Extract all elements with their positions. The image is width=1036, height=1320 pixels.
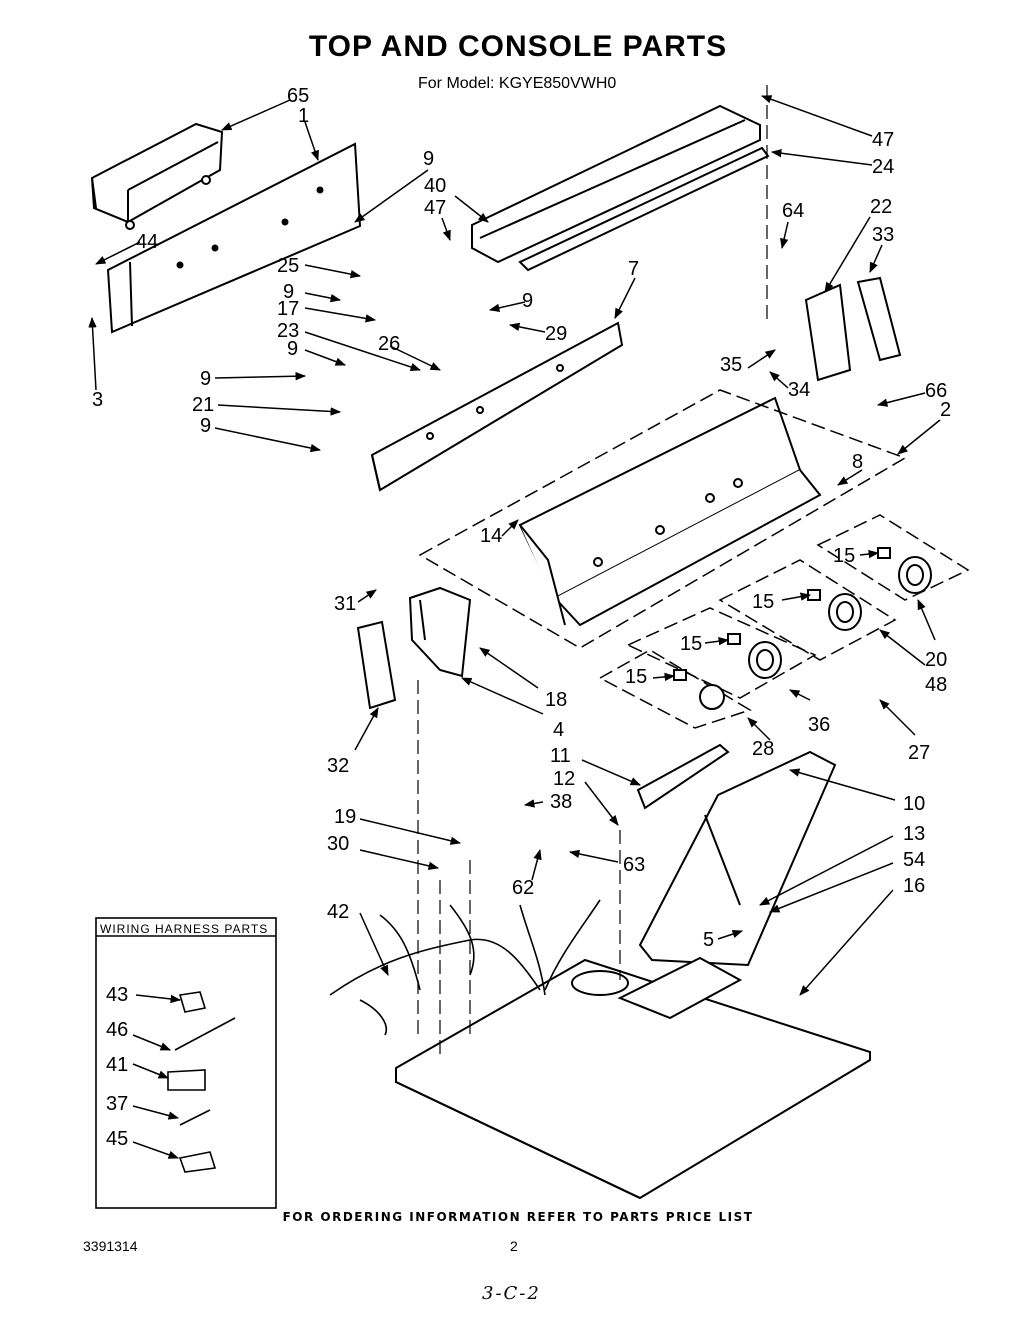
console-top-trim-40	[471, 104, 761, 264]
callout-32: 32	[327, 755, 349, 777]
callout-35: 35	[720, 354, 742, 376]
document-number: 3391314	[83, 1238, 138, 1254]
dashed-boundary-box	[418, 389, 907, 649]
callout-15a: 15	[833, 545, 855, 567]
legend-box	[95, 917, 277, 1209]
callout-22: 22	[870, 196, 892, 218]
callout-15b: 15	[752, 591, 774, 613]
callout-65: 65	[287, 85, 309, 107]
callout-33: 33	[872, 224, 894, 246]
callout-9c: 9	[287, 338, 298, 360]
callout-18: 18	[545, 689, 567, 711]
callout-46: 46	[106, 1019, 128, 1041]
callout-labels: 65 1 44 3 9 40 47 47 24 22 33 64 25 9 17…	[92, 85, 951, 1150]
control-bracket-7	[370, 321, 624, 492]
knob-group-boxes	[598, 514, 970, 729]
callout-5: 5	[703, 929, 714, 951]
console-end-cap-65	[90, 122, 224, 230]
callout-1: 1	[298, 105, 309, 127]
callout-15d: 15	[625, 666, 647, 688]
callout-30: 30	[327, 833, 349, 855]
ordering-note: FOR ORDERING INFORMATION REFER TO PARTS …	[282, 1210, 754, 1224]
callout-42: 42	[327, 901, 349, 923]
callout-64: 64	[782, 200, 804, 222]
callout-66: 66	[925, 380, 947, 402]
callout-25: 25	[277, 255, 299, 277]
callout-41: 41	[106, 1054, 128, 1076]
callout-45: 45	[106, 1128, 128, 1150]
page-number: 2	[510, 1238, 518, 1254]
callout-37: 37	[106, 1093, 128, 1115]
callout-4: 4	[553, 719, 564, 741]
callout-3: 3	[92, 389, 103, 411]
handwritten-note: 3-C-2	[482, 1283, 541, 1304]
end-cap-bracket-4	[408, 586, 472, 678]
callout-40: 40	[424, 175, 446, 197]
callout-14: 14	[480, 525, 502, 547]
callout-16: 16	[903, 875, 925, 897]
panel-cover-32	[356, 620, 397, 710]
callout-48: 48	[925, 674, 947, 696]
wiring-harness-42	[329, 899, 601, 1036]
callout-28: 28	[752, 738, 774, 760]
page-title: TOP AND CONSOLE PARTS	[308, 30, 728, 63]
callout-38: 38	[550, 791, 572, 813]
callout-2: 2	[940, 399, 951, 421]
callout-19: 19	[334, 806, 356, 828]
callout-54: 54	[903, 849, 925, 871]
model-subtitle: For Model: KGYE850VWH0	[418, 75, 617, 92]
switch-block-33	[804, 276, 902, 382]
legend-title: WIRING HARNESS PARTS	[100, 922, 269, 936]
callout-15c: 15	[680, 633, 702, 655]
callout-36: 36	[808, 714, 830, 736]
console-rear-panel-1	[106, 142, 362, 334]
callout-9d: 9	[200, 368, 211, 390]
lint-screen-frame-11	[636, 743, 730, 810]
dashed-leader-lines	[417, 85, 768, 1060]
callout-47a: 47	[424, 197, 446, 219]
callout-8: 8	[852, 451, 863, 473]
callout-arrows	[88, 95, 941, 1159]
callout-9e: 9	[200, 415, 211, 437]
callout-9f: 9	[522, 290, 533, 312]
lint-filter-10	[638, 750, 837, 967]
callout-34: 34	[788, 379, 810, 401]
callout-26: 26	[378, 333, 400, 355]
callout-31: 31	[334, 593, 356, 615]
callout-11: 11	[550, 745, 571, 767]
callout-9a: 9	[423, 148, 434, 170]
callout-27: 27	[908, 742, 930, 764]
callout-24: 24	[872, 156, 894, 178]
callout-9b: 9	[283, 281, 294, 303]
callout-13: 13	[903, 823, 925, 845]
dryer-top-16	[395, 956, 871, 1200]
callout-29: 29	[545, 323, 567, 345]
callout-44: 44	[136, 231, 158, 253]
callout-10: 10	[903, 793, 925, 815]
callout-63: 63	[623, 854, 645, 876]
callout-43: 43	[106, 984, 128, 1006]
trim-strip-24	[518, 146, 770, 272]
callout-23: 23	[277, 320, 299, 342]
callout-17: 17	[277, 298, 299, 320]
callout-7: 7	[628, 258, 639, 280]
callout-20: 20	[925, 649, 947, 671]
control-panel-2	[518, 396, 822, 627]
callout-47b: 47	[872, 129, 894, 151]
callout-12: 12	[553, 768, 575, 790]
callout-62: 62	[512, 877, 534, 899]
knobs	[673, 547, 932, 710]
callout-21: 21	[192, 394, 214, 416]
